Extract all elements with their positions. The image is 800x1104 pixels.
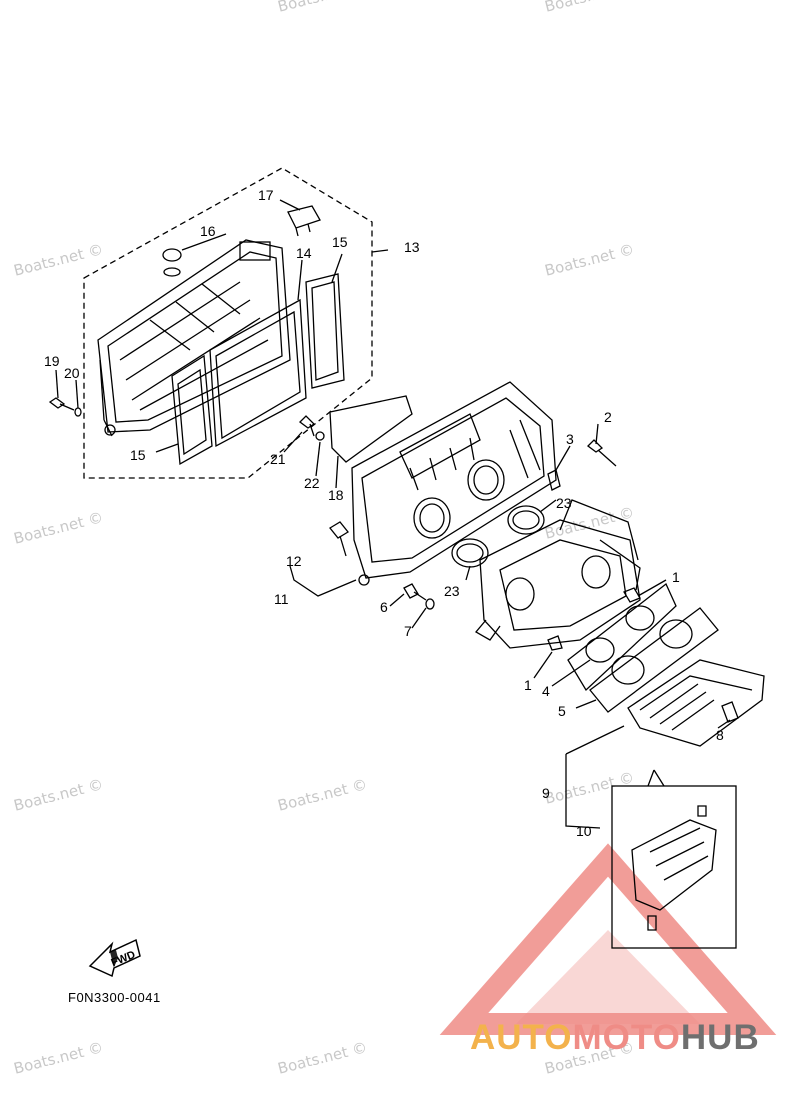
brand-part-2: MOTO xyxy=(572,1018,681,1057)
part-5-plate xyxy=(589,607,719,713)
callout-23-upper: 23 xyxy=(556,495,572,511)
callout-20: 20 xyxy=(64,365,80,381)
callout-11: 11 xyxy=(274,591,289,607)
part-6-bolt xyxy=(403,583,427,601)
part-1-nut-lower xyxy=(547,635,563,651)
part-18-gasket xyxy=(329,395,413,463)
callout-23-lower: 23 xyxy=(444,583,460,599)
part-23-oring-upper xyxy=(507,505,545,535)
callout-16: 16 xyxy=(200,223,216,239)
silencer-cover xyxy=(97,239,291,437)
callout-6: 6 xyxy=(380,599,388,615)
intake-manifold xyxy=(351,381,557,586)
callout-19: 19 xyxy=(44,353,60,369)
callout-17: 17 xyxy=(258,187,274,203)
assembly-boundary-13 xyxy=(83,167,373,479)
callout-12: 12 xyxy=(286,553,302,569)
callout-15: 15 xyxy=(332,234,348,250)
part-10-reed-detail xyxy=(631,819,717,911)
part-16-grommet xyxy=(162,248,182,262)
part-22-washer xyxy=(315,431,325,441)
callout-7: 7 xyxy=(404,623,412,639)
part-19-bolt xyxy=(48,397,75,411)
detail-box xyxy=(611,785,737,949)
diagram-code: F0N3300-0041 xyxy=(68,990,161,1005)
callout-15-left: 15 xyxy=(130,447,146,463)
callout-18: 18 xyxy=(328,487,344,503)
seal-15-right xyxy=(305,273,345,389)
callout-13: 13 xyxy=(404,239,420,255)
part-2-bolt xyxy=(587,439,617,467)
fwd-arrow-icon: FWD xyxy=(88,938,141,978)
callout-2: 2 xyxy=(604,409,612,425)
seal-15-left xyxy=(171,354,213,466)
part-7-washer xyxy=(425,598,435,610)
callout-4: 4 xyxy=(542,683,550,699)
brand-logo: AUTOMOTOHUB xyxy=(470,1018,760,1058)
callout-5: 5 xyxy=(558,703,566,719)
callout-3: 3 xyxy=(566,431,574,447)
part-8-screw xyxy=(721,701,739,723)
callout-1-lower: 1 xyxy=(524,677,532,693)
part-1-nut-upper xyxy=(623,587,641,603)
part-20-washer xyxy=(74,407,82,417)
callout-1-upper: 1 xyxy=(672,569,680,585)
part-3-stud xyxy=(547,469,561,491)
callout-14: 14 xyxy=(296,245,312,261)
callout-21: 21 xyxy=(270,451,286,467)
callout-10: 10 xyxy=(576,823,592,839)
brand-part-3: HUB xyxy=(680,1018,760,1057)
callout-8: 8 xyxy=(716,727,724,743)
callout-9: 9 xyxy=(542,785,550,801)
carburetor-assembly xyxy=(475,499,641,649)
part-4-gasket xyxy=(567,582,677,692)
part-17-connector xyxy=(287,205,321,237)
part-12-bolt xyxy=(329,521,349,539)
part-9-reed-valve xyxy=(627,659,765,747)
gasket-14 xyxy=(209,298,307,448)
brand-part-1: AUTO xyxy=(470,1018,573,1057)
part-21-bolt xyxy=(299,415,316,437)
callout-22: 22 xyxy=(304,475,320,491)
